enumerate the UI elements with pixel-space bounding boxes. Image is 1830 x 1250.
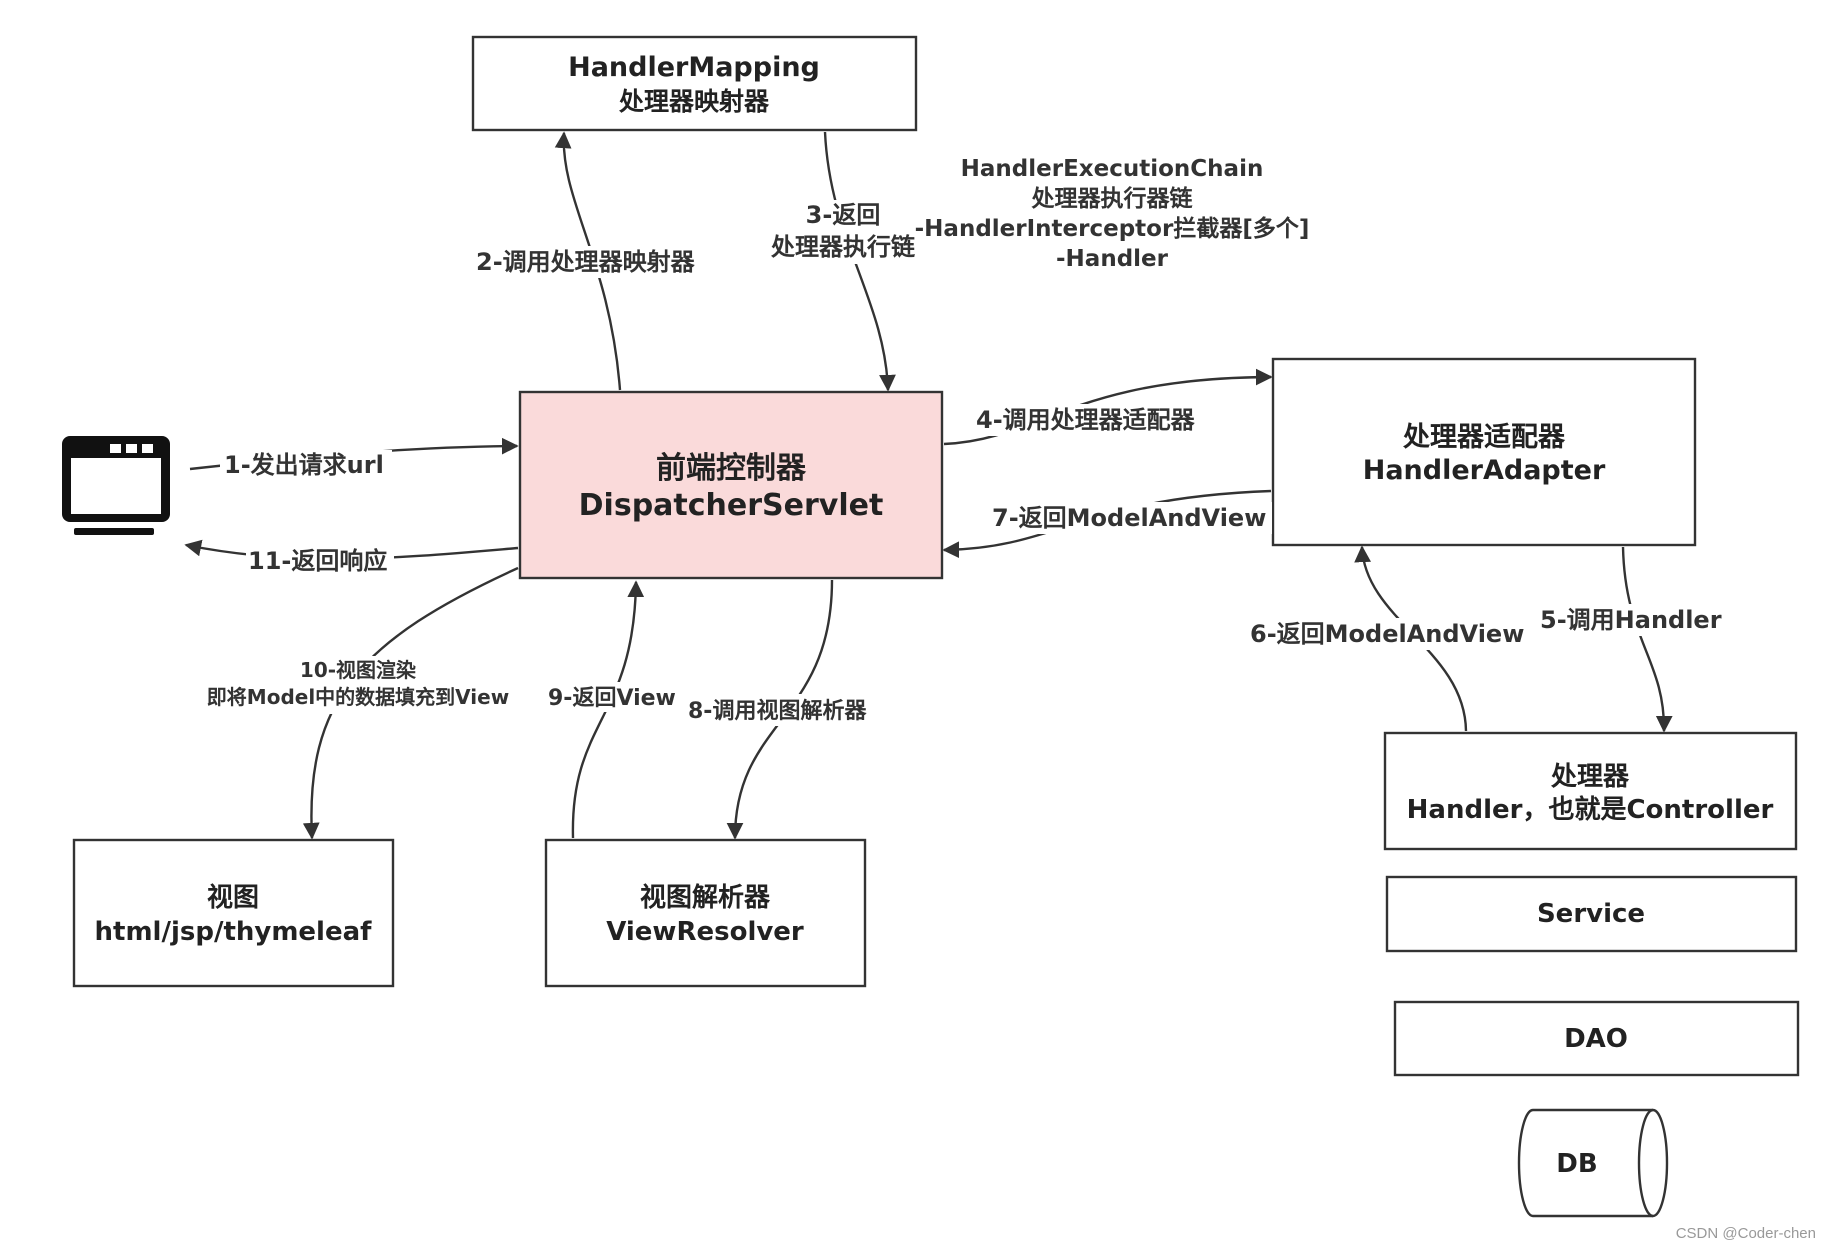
edge-9-label: 9-返回View (548, 686, 676, 711)
edge-6-label: 6-返回ModelAndView (1250, 620, 1524, 648)
handler-adapter-title: 处理器适配器 (1402, 422, 1566, 453)
node-handler: 处理器 Handler，也就是Controller (1383, 731, 1798, 851)
note-line3: -HandlerInterceptor拦截器[多个] (915, 215, 1310, 242)
browser-window-icon (62, 436, 170, 535)
handler-mapping-subtitle: 处理器映射器 (618, 87, 770, 116)
handler-mapping-title: HandlerMapping (568, 52, 820, 83)
handler-adapter-subtitle: HandlerAdapter (1363, 455, 1606, 486)
note-line1: HandlerExecutionChain (961, 156, 1264, 182)
edge-10-label-line2: 即将Model中的数据填充到View (207, 685, 509, 709)
view-resolver-subtitle: ViewResolver (606, 917, 804, 947)
node-dao: DAO (1393, 1000, 1800, 1077)
edge-10-label-line1: 10-视图渲染 (300, 658, 417, 682)
edge-2-call-mapping (554, 131, 622, 391)
edge-7-label: 7-返回ModelAndView (992, 504, 1266, 532)
handler-subtitle: Handler，也就是Controller (1407, 795, 1774, 825)
dispatcher-title: 前端控制器 (656, 451, 807, 486)
edge-3-return-chain (823, 131, 896, 392)
edge-5-label: 5-调用Handler (1540, 606, 1722, 634)
node-service: Service (1385, 875, 1798, 953)
node-view-resolver: 视图解析器 ViewResolver (544, 838, 867, 988)
edge-4-label: 4-调用处理器适配器 (976, 406, 1196, 434)
edge-5-call-handler (1621, 546, 1673, 733)
edge-3-label-line1: 3-返回 (806, 201, 881, 229)
view-title: 视图 (207, 883, 259, 913)
node-view: 视图 html/jsp/thymeleaf (72, 838, 395, 988)
view-resolver-title: 视图解析器 (640, 883, 771, 913)
view-subtitle: html/jsp/thymeleaf (95, 917, 373, 947)
edge-8-label: 8-调用视图解析器 (688, 698, 867, 724)
watermark: CSDN @Coder-chen (1675, 1225, 1816, 1242)
edge-11-label: 11-返回响应 (248, 547, 387, 575)
note-line4: -Handler (1056, 246, 1169, 272)
node-handler-mapping: HandlerMapping 处理器映射器 (471, 35, 918, 132)
edge-9-return-view (571, 580, 645, 839)
node-db: DB (1517, 1108, 1669, 1218)
edge-1-label: 1-发出请求url (224, 451, 384, 479)
node-handler-adapter: 处理器适配器 HandlerAdapter (1271, 357, 1697, 547)
dao-label: DAO (1564, 1024, 1628, 1054)
db-label: DB (1556, 1149, 1597, 1179)
edge-3-label-line2: 处理器执行链 (770, 233, 916, 261)
edge-2-label: 2-调用处理器映射器 (476, 248, 696, 276)
dispatcher-subtitle: DispatcherServlet (579, 488, 884, 523)
node-dispatcher-servlet: 前端控制器 DispatcherServlet (518, 390, 944, 580)
handler-execution-chain-note: HandlerExecutionChain 处理器执行器链 -HandlerIn… (915, 156, 1310, 272)
handler-title: 处理器 (1550, 762, 1630, 792)
note-line2: 处理器执行器链 (1031, 185, 1193, 212)
service-label: Service (1537, 899, 1645, 929)
